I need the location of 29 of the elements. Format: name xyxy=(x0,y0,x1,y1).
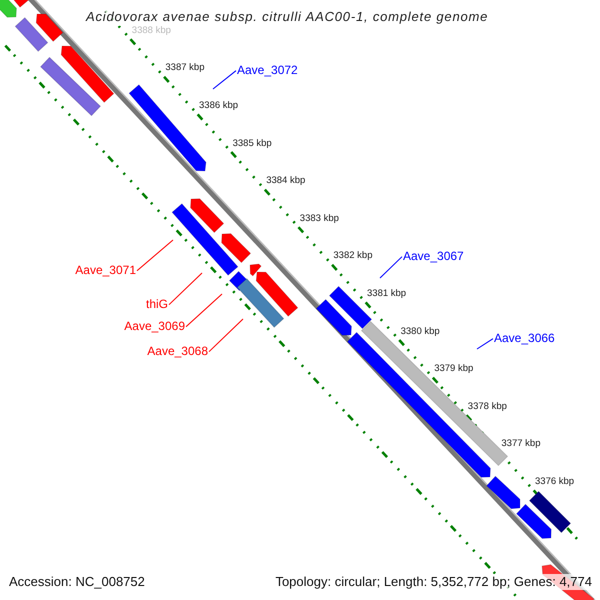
gene-label: Aave_3069 xyxy=(124,319,185,333)
footer-text: Accession: NC_008752 xyxy=(9,574,145,590)
scale-label: 3379 kbp xyxy=(434,363,474,374)
leader-line xyxy=(212,70,236,90)
gene-label: Aave_3071 xyxy=(75,263,136,277)
scale-label: 3381 kbp xyxy=(367,288,406,299)
scale-label: 3384 kbp xyxy=(266,175,306,186)
scale-label: 3378 kbp xyxy=(468,400,507,412)
scale-label: 3385 kbp xyxy=(232,138,272,149)
scale-label: 3377 kbp xyxy=(501,438,540,450)
gene-label: Aave_3072 xyxy=(237,63,298,77)
scale-label: 3387 kbp xyxy=(165,62,204,74)
scale-label: 3382 kbp xyxy=(333,250,372,262)
scale-label: 3386 kbp xyxy=(199,100,238,111)
gene-label: Aave_3068 xyxy=(147,344,208,358)
leader-line xyxy=(208,318,244,352)
leader-line xyxy=(476,338,494,350)
leader-line xyxy=(380,256,402,278)
gene-label: thiG xyxy=(146,297,168,311)
scale-label: 3376 kbp xyxy=(535,476,574,487)
leader-line xyxy=(186,294,222,328)
footer-text: Topology: circular; Length: 5,352,772 bp; Genes: 4,774 xyxy=(275,574,592,590)
scale-label: 3383 kbp xyxy=(300,212,339,224)
gene-label: Aave_3067 xyxy=(403,249,464,263)
scale-label: 3380 kbp xyxy=(400,326,440,337)
gene-label: Aave_3066 xyxy=(494,331,555,345)
scale-label: 3388 kbp xyxy=(132,24,171,36)
leader-line xyxy=(136,240,174,272)
leader-line xyxy=(168,272,202,306)
